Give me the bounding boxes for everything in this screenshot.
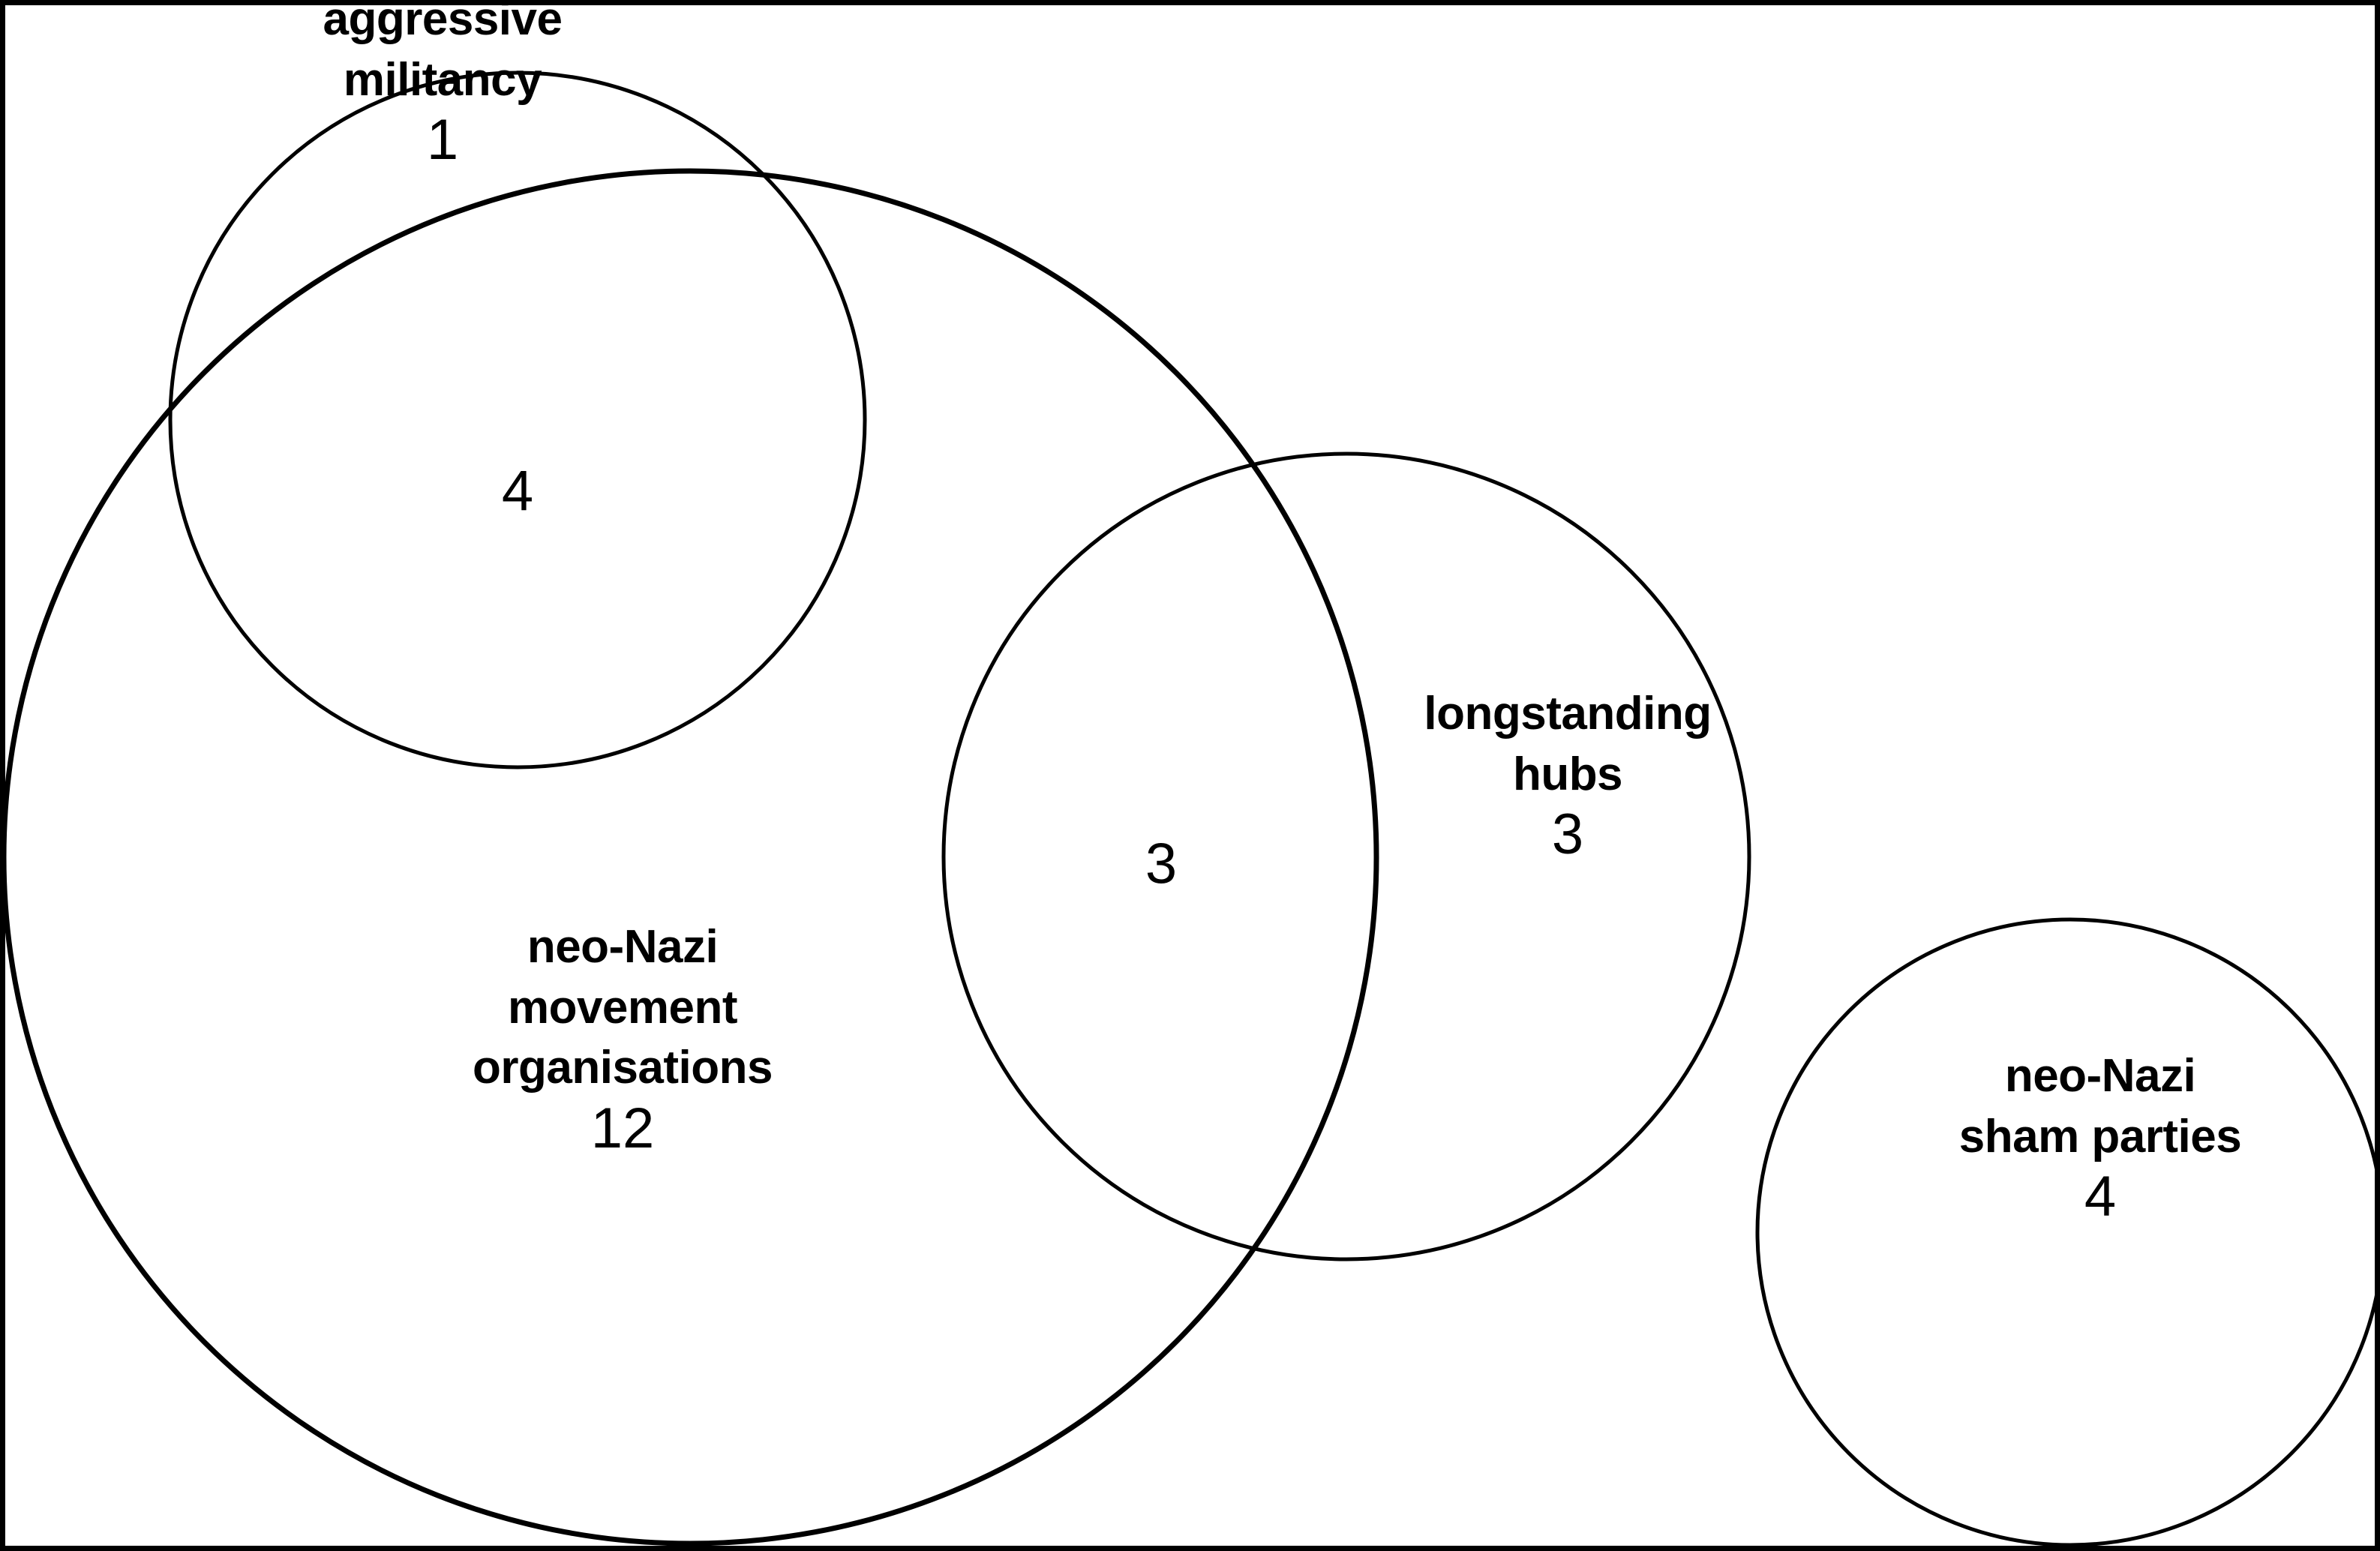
circle-neo-nazi-sham-parties[interactable] — [1755, 917, 2380, 1547]
region-count-militancy-and-movement: 4 — [501, 459, 534, 524]
region-count-movement-and-hubs: 3 — [1145, 832, 1178, 896]
circle-aggressive-militancy[interactable] — [168, 70, 867, 770]
circle-longstanding-hubs[interactable] — [941, 452, 1751, 1262]
circle-neo-nazi-movement-organisations[interactable] — [1, 168, 1379, 1546]
